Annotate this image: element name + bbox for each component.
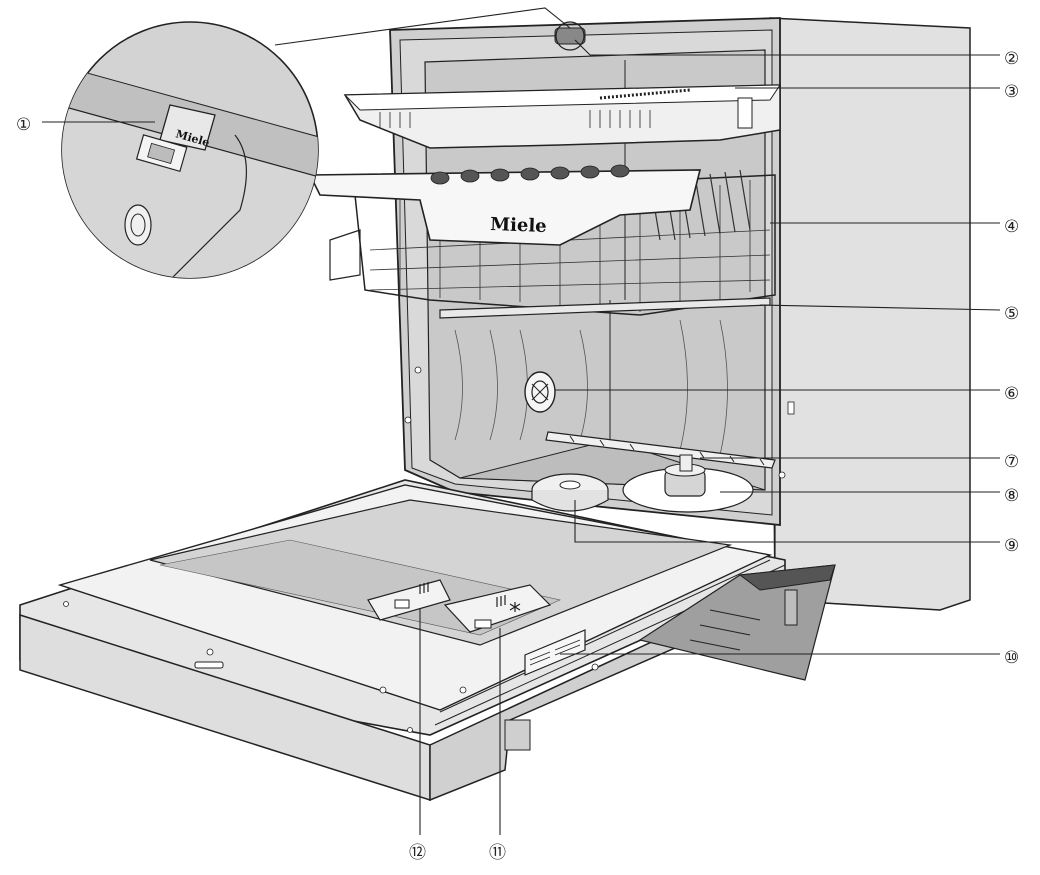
callout-leaders (42, 39, 1001, 835)
handle-brand-logo: Miele (490, 214, 547, 237)
callout-4: ④ (1004, 217, 1019, 237)
callout-labels: ① ② ③ ④ ⑤ ⑥ ⑦ ⑧ ⑨ ⑩ ⑪ ⑫ (16, 49, 1019, 863)
callout-12: ⑫ (409, 843, 426, 863)
cutlery-tray (343, 84, 781, 149)
callout-11: ⑪ (489, 843, 506, 863)
callout-5: ⑤ (1004, 304, 1019, 324)
salt-reservoir-cap (531, 473, 609, 512)
callout-9: ⑨ (1004, 536, 1019, 556)
callout-10: ⑩ (1004, 648, 1019, 668)
callout-2: ② (1004, 49, 1019, 69)
lower-spray-arm (545, 431, 776, 469)
open-door (19, 479, 786, 802)
filter-combination (622, 454, 754, 513)
rear-water-inlet (524, 371, 556, 413)
callout-1: ① (16, 115, 31, 135)
detail-magnifier: Miele (61, 7, 571, 279)
plinth-area (638, 564, 836, 681)
callout-6: ⑥ (1004, 384, 1019, 404)
callout-3: ③ (1004, 82, 1019, 102)
callout-8: ⑧ (1004, 486, 1019, 506)
upper-basket: Miele (308, 164, 776, 316)
cabinet-side-panel (769, 17, 971, 611)
callout-7: ⑦ (1004, 452, 1019, 472)
